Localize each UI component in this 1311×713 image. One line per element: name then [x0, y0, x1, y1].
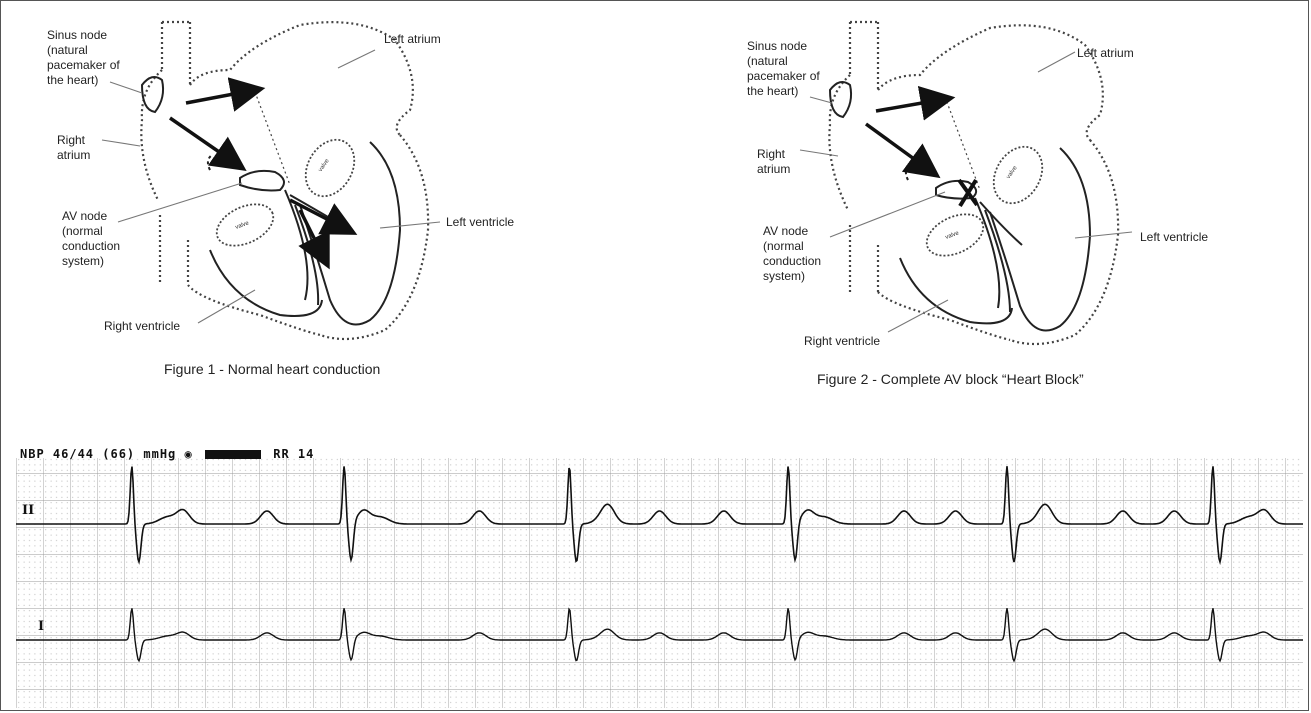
ecg-grid — [16, 458, 1303, 708]
label-right-atrium: Right atrium — [57, 133, 90, 163]
label-left-atrium: Left atrium — [384, 32, 441, 47]
figure-1-normal-conduction: valve valve — [0, 0, 650, 400]
label-av-node: AV node (normal conduction system) — [62, 209, 120, 269]
block-x-mark — [959, 180, 977, 206]
label-left-ventricle: Left ventricle — [446, 215, 514, 230]
label-av-node: AV node (normal conduction system) — [763, 224, 821, 284]
ecg-strip — [16, 446, 1303, 708]
label-right-atrium: Right atrium — [757, 147, 790, 177]
figure-2-heart-block: valve valve — [700, 0, 1300, 400]
lead-label-i: I — [38, 619, 44, 634]
valve-label: valve — [235, 220, 251, 231]
nbp-readout: NBP 46/44 (66) mmHg — [20, 447, 176, 461]
valve-label: valve — [1006, 165, 1019, 180]
redaction-bar — [205, 450, 261, 459]
figure-1-caption: Figure 1 - Normal heart conduction — [164, 361, 380, 377]
figure-2-caption: Figure 2 - Complete AV block “Heart Bloc… — [817, 371, 1084, 387]
label-sinus-node: Sinus node (natural pacemaker of the hea… — [47, 28, 120, 88]
valve-label: valve — [318, 158, 331, 173]
label-right-ventricle: Right ventricle — [804, 334, 880, 349]
label-right-ventricle: Right ventricle — [104, 319, 180, 334]
ecg-header: NBP 46/44 (66) mmHg ◉ RR 14 — [20, 447, 314, 461]
label-sinus-node: Sinus node (natural pacemaker of the hea… — [747, 39, 820, 99]
label-left-ventricle: Left ventricle — [1140, 230, 1208, 245]
label-left-atrium: Left atrium — [1077, 46, 1134, 61]
valve-label: valve — [945, 230, 961, 241]
rr-readout: RR 14 — [273, 447, 314, 461]
heart-icon: ◉ — [185, 447, 193, 461]
lead-label-ii: II — [22, 503, 34, 518]
